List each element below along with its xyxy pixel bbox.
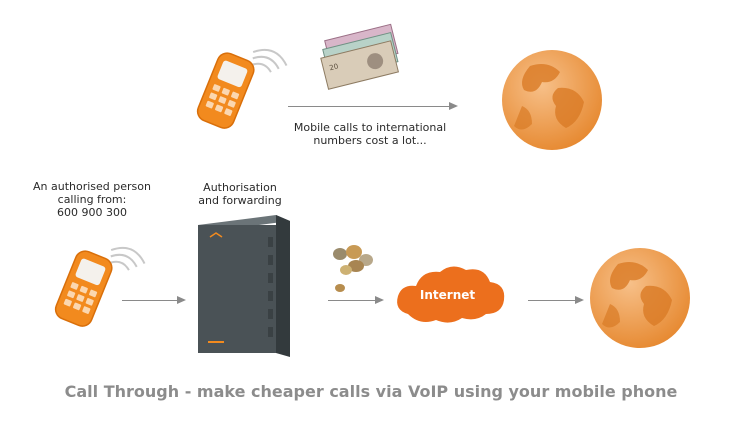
voip-gateway-icon <box>198 215 290 357</box>
banknotes-icon: 20 <box>320 23 400 90</box>
arrow-to-gateway <box>122 296 186 304</box>
caller-note: An authorised person calling from: 600 9… <box>33 180 151 219</box>
internet-label: Internet <box>419 288 476 302</box>
mobile-calls-note: Mobile calls to international numbers co… <box>293 121 447 147</box>
arrow-to-international <box>288 102 458 110</box>
svg-text:20: 20 <box>329 62 340 72</box>
globe-icon <box>502 50 602 150</box>
device-note: Authorisation and forwarding <box>198 181 282 207</box>
coins-icon <box>333 245 373 292</box>
arrow-to-internet <box>328 296 384 304</box>
globe-icon <box>590 248 690 348</box>
diagram-caption: Call Through - make cheaper calls via Vo… <box>64 382 678 401</box>
internet-cloud-icon <box>397 266 505 323</box>
mobile-phone-icon <box>54 246 146 327</box>
arrow-to-destination <box>528 296 584 304</box>
mobile-phone-icon <box>196 48 288 129</box>
